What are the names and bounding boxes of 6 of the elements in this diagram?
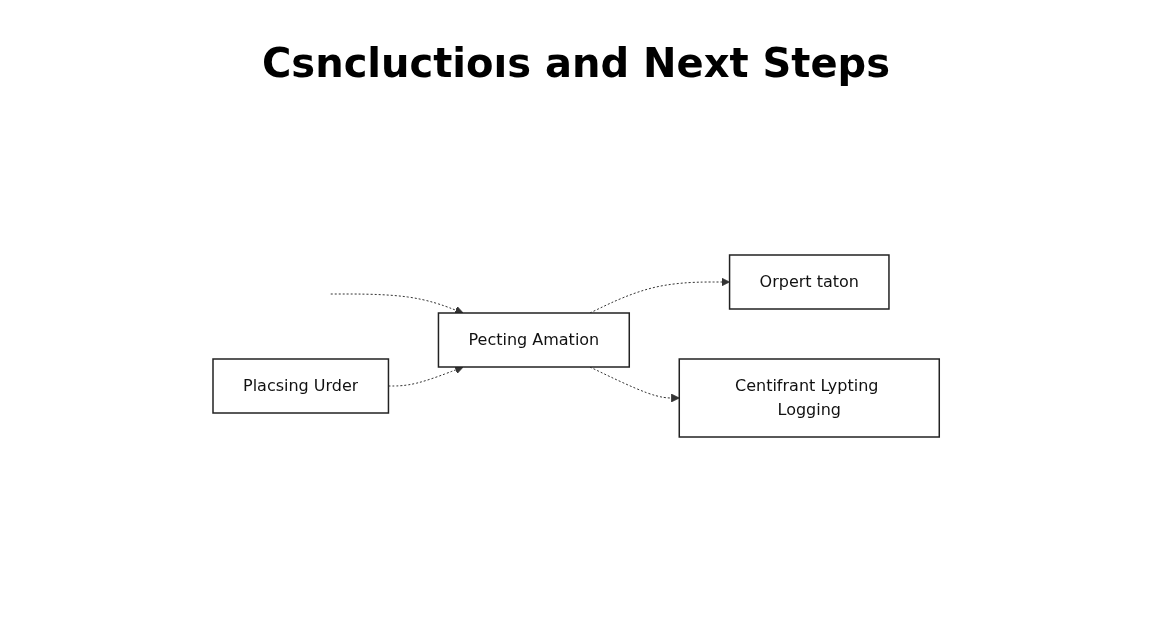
diagram-title: Csncluctioıs and Next Steps	[261, 40, 891, 86]
arrow	[330, 293, 464, 315]
node-box: Pecting Amation	[437, 312, 630, 368]
node-box: Orpert taton	[728, 254, 890, 310]
node-box: Placsing Urder	[212, 358, 390, 414]
node-box: Centifrant Lypting Logging	[678, 358, 940, 438]
